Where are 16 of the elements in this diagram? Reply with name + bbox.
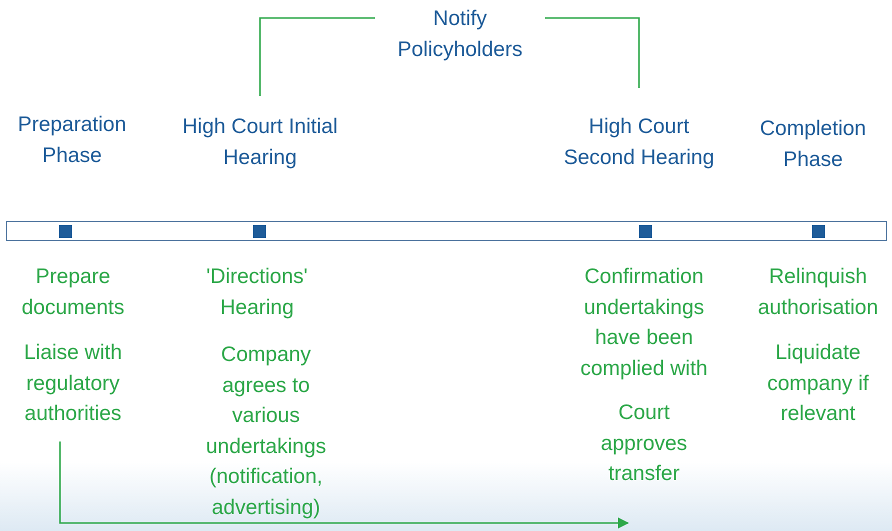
task-text: Confirmation undertakings have been complied with	[579, 264, 709, 382]
stage-text: Notify Policyholders	[375, 4, 545, 65]
task-text: Court approves transfer	[600, 400, 688, 487]
task-text: Liquidate company if relevant	[766, 340, 870, 427]
connector-line	[545, 17, 640, 88]
phase-heading: Preparation Phase	[16, 112, 128, 168]
stage-text: High Court Initial Hearing	[180, 112, 340, 173]
task-text: Relinquish authorisation	[756, 264, 880, 320]
stage-text: High Court Second Hearing	[554, 112, 724, 173]
stage-text: Liaise with regulatory authorities	[13, 338, 133, 430]
connector-line	[259, 17, 375, 96]
arrow	[59, 442, 630, 529]
task-text: Company agrees to various undertakings (notification, advertising)	[204, 342, 328, 520]
task-text: 'Directions' Hearing	[205, 264, 309, 320]
phase-heading: Completion Phase	[758, 116, 868, 172]
task-text: Prepare documents	[20, 264, 126, 320]
